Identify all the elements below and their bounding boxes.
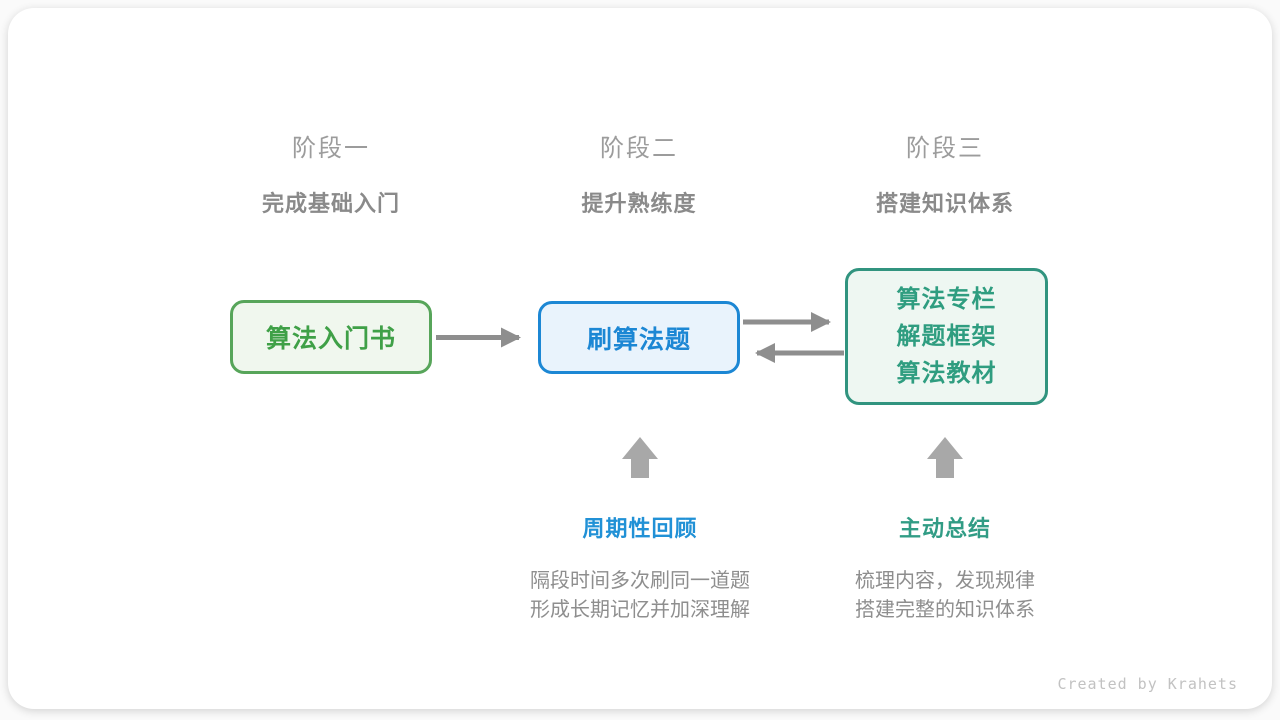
credit-text: Created by Krahets xyxy=(1057,675,1238,693)
annotation-summarize-desc-line-2: 搭建完整的知识体系 xyxy=(855,599,1035,621)
node-knowledge-item-3: 算法教材 xyxy=(896,360,997,387)
stage-column-1: 阶段一 完成基础入门 xyxy=(201,128,461,218)
annotation-summarize-desc: 梳理内容，发现规律 搭建完整的知识体系 xyxy=(795,567,1095,625)
annotation-review-title: 周期性回顾 xyxy=(582,516,698,541)
annotation-review-desc-line-1: 隔段时间多次刷同一道题 xyxy=(530,570,750,592)
annotation-review-desc-line-2: 形成长期记忆并加深理解 xyxy=(530,599,750,621)
annotation-summarize-desc-line-1: 梳理内容，发现规律 xyxy=(855,570,1035,592)
node-knowledge-item-1: 算法专栏 xyxy=(896,286,997,313)
node-practice: 刷算法题 xyxy=(538,301,740,374)
stage-3-label: 阶段三 xyxy=(906,135,984,162)
stage-1-subtitle: 完成基础入门 xyxy=(261,191,400,216)
node-knowledge: 算法专栏 解题框架 算法教材 xyxy=(845,268,1048,405)
annotation-summarize-title: 主动总结 xyxy=(898,516,991,541)
stage-1-label: 阶段一 xyxy=(292,135,370,162)
stage-column-3: 阶段三 搭建知识体系 xyxy=(815,128,1075,218)
annotation-review-desc: 隔段时间多次刷同一道题 形成长期记忆并加深理解 xyxy=(490,567,790,625)
node-knowledge-item-2: 解题框架 xyxy=(896,323,997,350)
annotation-summarize: 主动总结 梳理内容，发现规律 搭建完整的知识体系 xyxy=(795,511,1095,625)
stage-2-label: 阶段二 xyxy=(600,135,678,162)
annotation-review: 周期性回顾 隔段时间多次刷同一道题 形成长期记忆并加深理解 xyxy=(490,511,790,625)
node-intro-book: 算法入门书 xyxy=(230,300,432,374)
stage-2-subtitle: 提升熟练度 xyxy=(581,191,697,216)
node-intro-book-label: 算法入门书 xyxy=(265,325,396,353)
stage-3-subtitle: 搭建知识体系 xyxy=(875,191,1014,216)
stage-column-2: 阶段二 提升熟练度 xyxy=(509,128,769,218)
node-practice-label: 刷算法题 xyxy=(586,325,691,354)
